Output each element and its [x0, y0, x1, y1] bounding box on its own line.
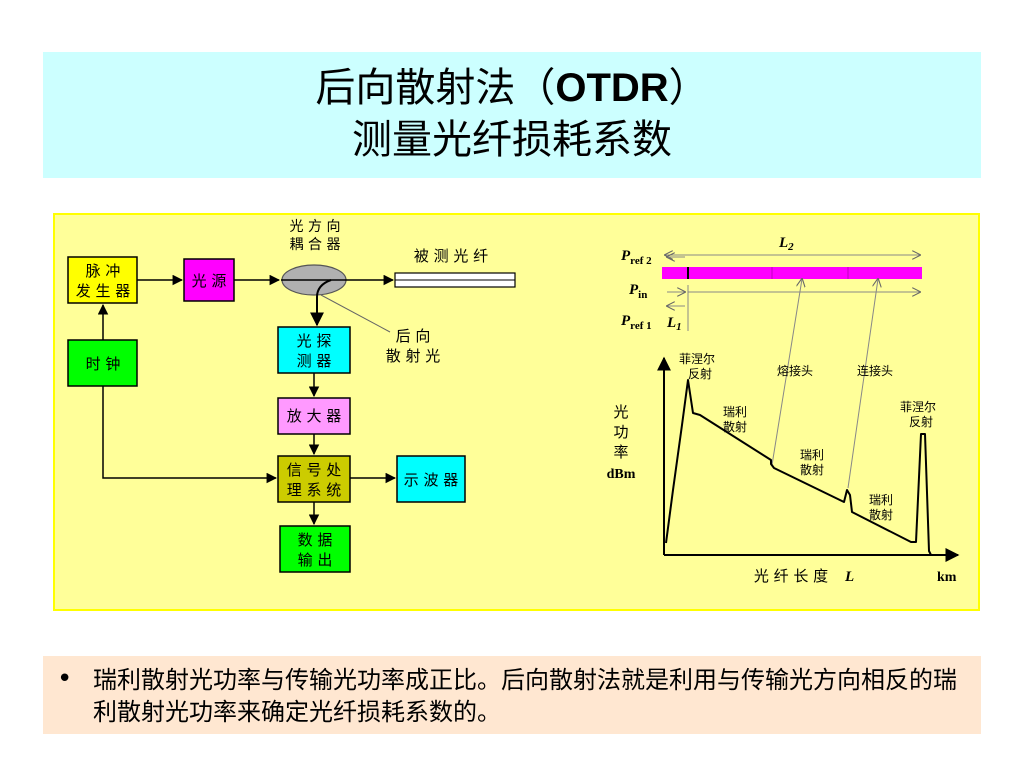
- connector-label: 连接头: [857, 363, 893, 378]
- y-axis-label-3: 率: [613, 443, 628, 461]
- y-axis-label-2: 功: [613, 423, 628, 441]
- pulse-generator-label-2: 发 生 器: [76, 282, 131, 300]
- title-prefix: 后向散射法（: [315, 65, 556, 111]
- splice-leader: [771, 279, 802, 466]
- title-line-2: 测量光纤损耗系数: [352, 117, 672, 163]
- fresnel-end-label-1: 菲涅尔: [900, 399, 936, 414]
- pulse-generator-box: [67, 256, 138, 304]
- l1-label: L1: [666, 315, 682, 333]
- oscilloscope-box: [396, 455, 466, 503]
- fresnel-end-label-2: 反射: [909, 414, 933, 429]
- data-output-label-1: 数 据: [298, 531, 333, 549]
- note-box: • 瑞利散射光功率与传输光功率成正比。后向散射法就是利用与传输光方向相反的瑞利散…: [43, 656, 981, 734]
- x-axis-var: L: [844, 569, 854, 585]
- detector-label-2: 测 器: [297, 352, 332, 370]
- title-suffix: ）: [668, 65, 709, 111]
- rayleigh-2-label-2: 散射: [800, 462, 824, 477]
- note-text: 瑞利散射光功率与传输光功率成正比。后向散射法就是利用与传输光方向相反的瑞利散射光…: [93, 666, 957, 726]
- arrow-clock-to-processor: [102, 386, 278, 484]
- clock-label: 时 钟: [86, 355, 121, 373]
- otdr-svg: 脉 冲 发 生 器 光 源 时 钟 光 方 向 耦 合 器 被 测 光 纤 后 …: [67, 219, 960, 585]
- fresnel-start-label-1: 菲涅尔: [679, 351, 715, 366]
- pin-label: Pin: [629, 282, 647, 301]
- signal-processor-box: [277, 455, 351, 503]
- title-line-1: 后向散射法（OTDR）: [43, 62, 981, 114]
- x-axis-label: 光 纤 长 度: [754, 567, 828, 585]
- coupler-label-2: 耦 合 器: [290, 237, 341, 253]
- detector-label-1: 光 探: [297, 332, 332, 350]
- backscatter-leader: [320, 294, 391, 333]
- rayleigh-2-label-1: 瑞利: [800, 448, 824, 462]
- pref2-label: Pref 2: [621, 248, 652, 267]
- fiber-label: 被 测 光 纤: [414, 247, 488, 265]
- light-source-box: [183, 258, 235, 302]
- otdr-diagram: 脉 冲 发 生 器 光 源 时 钟 光 方 向 耦 合 器 被 测 光 纤 后 …: [53, 213, 980, 611]
- fresnel-start-label-2: 反射: [688, 366, 712, 381]
- data-output-box: [279, 525, 351, 573]
- x-unit-label: km: [937, 570, 957, 585]
- backscatter-label-1: 后 向: [396, 327, 431, 345]
- pulse-generator-label-1: 脉 冲: [86, 262, 121, 280]
- title-banner: 后向散射法（OTDR） 测量光纤损耗系数: [43, 52, 981, 178]
- backscatter-label-2: 散 射 光: [386, 347, 441, 365]
- connector-leader: [847, 279, 878, 489]
- rayleigh-1-label-2: 散射: [723, 419, 747, 434]
- amplifier-label: 放 大 器: [287, 407, 342, 425]
- title-otdr: OTDR: [555, 66, 669, 110]
- signal-processor-label-2: 理 系 统: [287, 481, 342, 499]
- data-output-label-2: 输 出: [298, 551, 333, 569]
- fiber-power-bar: [662, 267, 922, 279]
- pref1-label: Pref 1: [621, 313, 652, 332]
- detector-box: [277, 326, 351, 374]
- coupler-label-1: 光 方 向: [290, 219, 341, 235]
- signal-processor-label-1: 信 号 处: [287, 461, 342, 479]
- y-axis-label-1: 光: [613, 403, 628, 421]
- y-unit-label: dBm: [607, 467, 636, 482]
- rayleigh-3-label-2: 散射: [869, 507, 893, 522]
- l2-label: L2: [778, 235, 794, 253]
- oscilloscope-label: 示 波 器: [404, 471, 459, 489]
- arrow-coupler-to-detector: [310, 279, 332, 327]
- otdr-trace: [665, 379, 932, 556]
- bullet-marker: •: [57, 664, 73, 694]
- light-source-label: 光 源: [192, 272, 227, 290]
- rayleigh-3-label-1: 瑞利: [869, 493, 893, 507]
- rayleigh-1-label-1: 瑞利: [723, 405, 747, 419]
- splice-label: 熔接头: [777, 363, 813, 378]
